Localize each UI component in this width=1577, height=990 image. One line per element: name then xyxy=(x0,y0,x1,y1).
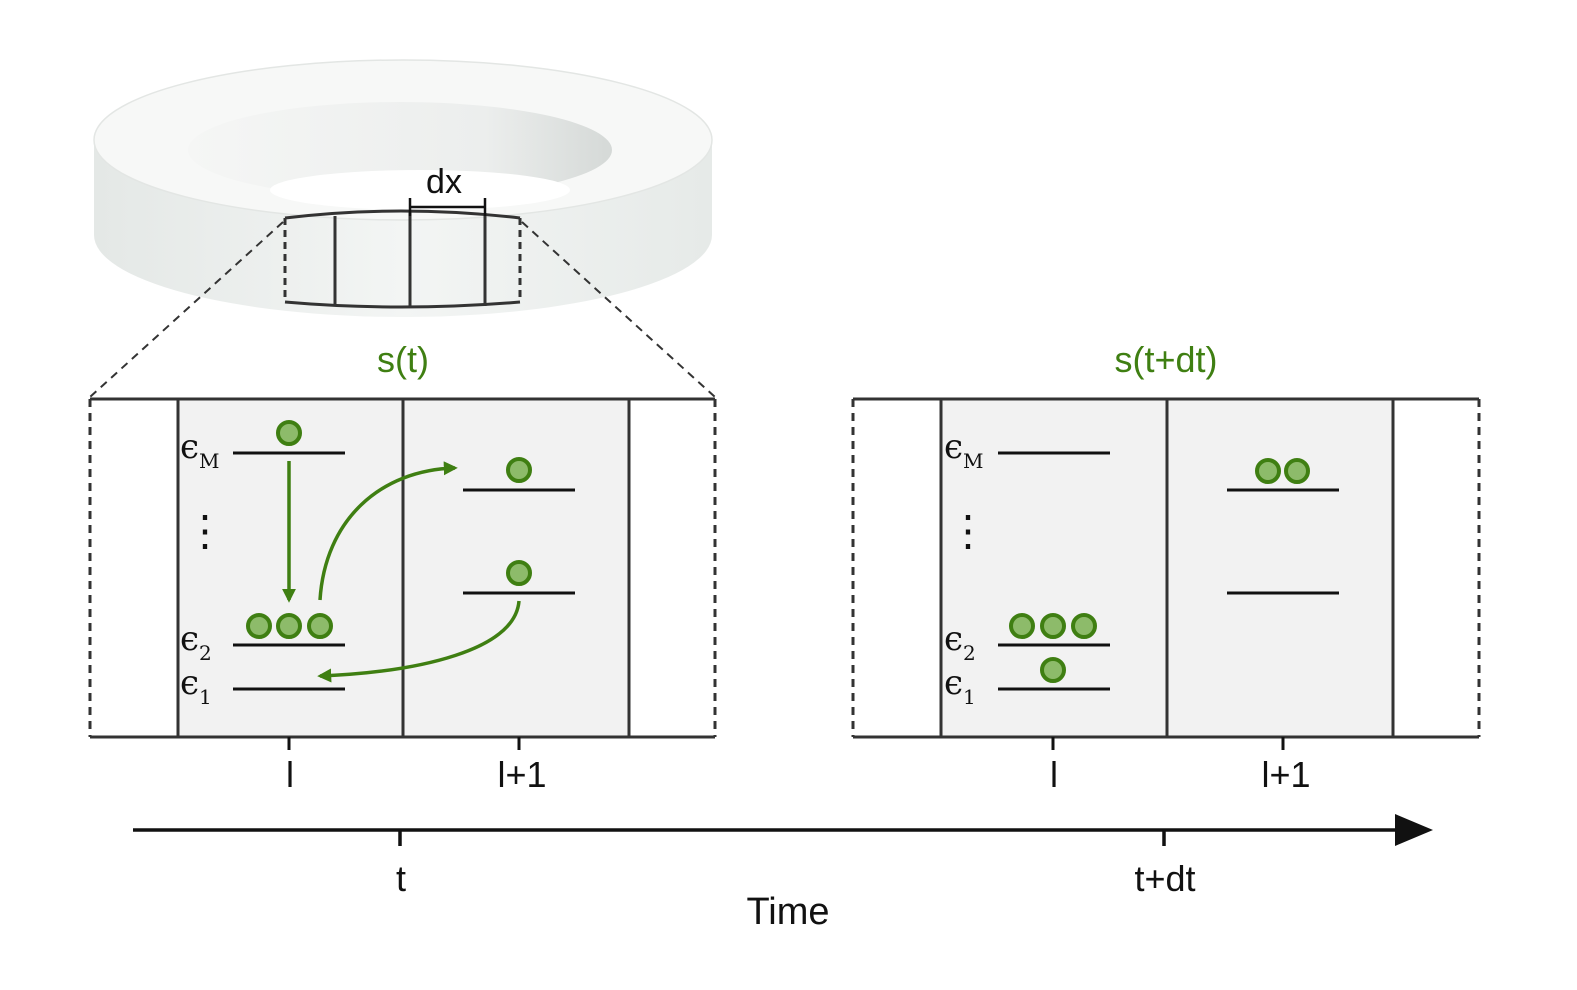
cell-label-l-right: l xyxy=(1050,754,1058,795)
level-eps-2-left: ϵ2 xyxy=(180,619,212,665)
ring-illustration xyxy=(93,59,713,317)
cell-ticks-left xyxy=(287,737,521,750)
energy-levels-right xyxy=(998,451,1339,691)
level-eps-1-right: ϵ1 xyxy=(944,663,976,709)
state-label-t: s(t) xyxy=(377,339,429,380)
energy-levels-left xyxy=(233,451,575,691)
level-eps-1-left: ϵ1 xyxy=(180,663,212,709)
ring-slice xyxy=(283,209,522,309)
panel-right xyxy=(851,397,1481,739)
particles-right xyxy=(1009,458,1310,683)
cell-label-l-left: l xyxy=(286,754,294,795)
zoom-lines xyxy=(89,221,716,398)
arrow-hop-right xyxy=(318,461,458,601)
cell-ticks-right xyxy=(1051,737,1285,750)
ring-hole xyxy=(270,170,570,210)
cell-label-l1-right: l+1 xyxy=(1261,754,1310,795)
arrow-hop-left xyxy=(317,600,521,683)
panel-left xyxy=(88,397,717,739)
tick-label-t: t xyxy=(396,858,406,899)
cell-label-l1-left: l+1 xyxy=(497,754,546,795)
ellipsis-left: ⋮ xyxy=(184,507,226,554)
particles-left xyxy=(246,420,532,639)
tick-label-tdt: t+dt xyxy=(1134,858,1195,899)
time-arrowhead xyxy=(1395,814,1433,846)
level-eps-m-right: ϵM xyxy=(944,427,984,473)
ellipsis-right: ⋮ xyxy=(947,507,989,554)
transition-arrows xyxy=(282,461,521,683)
dx-bracket xyxy=(408,198,487,216)
time-axis-label: Time xyxy=(746,891,829,933)
level-eps-m-left: ϵM xyxy=(180,427,220,473)
dx-label: dx xyxy=(426,163,462,201)
level-eps-2-right: ϵ2 xyxy=(944,619,976,665)
time-axis xyxy=(133,814,1433,846)
state-label-tdt: s(t+dt) xyxy=(1114,339,1217,380)
